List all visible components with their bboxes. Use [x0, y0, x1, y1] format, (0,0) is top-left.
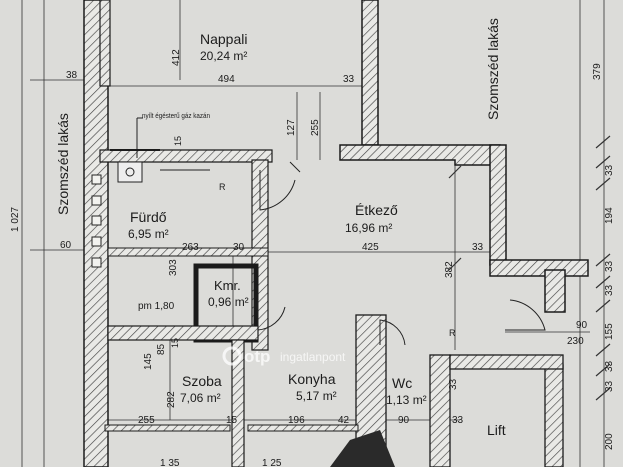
wall-nappali-right: [361, 0, 379, 146]
dim-15c: 15: [226, 415, 238, 426]
dim-303: 303: [168, 259, 179, 276]
room-konyha-area: 5,17 m²: [296, 389, 337, 403]
dim-33e: 33: [604, 284, 615, 296]
dim-155: 155: [604, 323, 615, 340]
dim-15b: 15: [170, 338, 180, 348]
dim-33g: 33: [452, 415, 464, 426]
room-nappali-area: 20,24 m²: [200, 49, 247, 63]
dim-33h: 33: [448, 378, 459, 390]
dim-30: 30: [233, 242, 245, 253]
room-kamra-name: Kmr.: [214, 278, 241, 293]
room-szoba-area: 7,06 m²: [180, 391, 221, 405]
boiler-box: [117, 161, 143, 183]
dim-38: 38: [66, 70, 78, 81]
room-wc-name: Wc: [392, 375, 412, 391]
dim-255b: 255: [138, 415, 155, 426]
watermark: otp ingatlanpont: [222, 346, 346, 366]
room-nappali-name: Nappali: [200, 31, 247, 47]
room-konyha-name: Konyha: [288, 371, 336, 387]
dim-33i: 33: [604, 360, 615, 372]
dim-263: 263: [182, 242, 199, 253]
wall-vents: [91, 174, 102, 268]
room-furdo-name: Fürdő: [130, 209, 167, 225]
dim-bottom-1: 1 35: [160, 458, 180, 467]
wall-furdo-top: [99, 149, 273, 163]
dim-85: 85: [156, 343, 167, 355]
dim-42: 42: [338, 415, 350, 426]
dim-425: 425: [362, 242, 379, 253]
room-etkezo-name: Étkező: [355, 202, 398, 218]
watermark-text: ingatlanpont: [280, 350, 346, 364]
dim-33c: 33: [604, 164, 615, 176]
dim-282: 282: [166, 391, 177, 408]
wall-right-step: [489, 259, 589, 277]
room-furdo-area: 6,95 m²: [128, 227, 169, 241]
dim-145: 145: [143, 353, 154, 370]
room-lift-name: Lift: [487, 422, 506, 438]
room-etkezo-area: 16,96 m²: [345, 221, 392, 235]
door-arcs: [160, 161, 546, 346]
dim-33f: 33: [604, 380, 615, 392]
dim-33d: 33: [604, 260, 615, 272]
door-r-note-2: R: [449, 328, 456, 338]
dim-33b: 33: [472, 242, 484, 253]
dim-412: 412: [171, 49, 182, 66]
dimension-labels: 412 494 38 33 379 1 027 127 255 15 60 26…: [10, 49, 615, 467]
dim-60: 60: [60, 240, 72, 251]
door-r-note-1: R: [219, 182, 226, 192]
watermark-brand: otp: [244, 347, 270, 366]
dim-194: 194: [604, 207, 615, 224]
wall-wc-right: [429, 354, 451, 467]
dim-90a: 90: [576, 320, 588, 331]
dimension-ticks: [448, 135, 611, 401]
pm-note: pm 1,80: [138, 301, 175, 312]
dim-90b: 90: [398, 415, 410, 426]
wall-lift-right: [544, 364, 564, 467]
dim-379: 379: [592, 63, 603, 80]
neighbor-right-label: Szomszéd lakás: [485, 18, 501, 120]
dim-382: 382: [444, 261, 455, 278]
dim-196: 196: [288, 415, 305, 426]
dim-494: 494: [218, 74, 235, 85]
dim-bottom-2: 1 25: [262, 458, 282, 467]
wall-szoba-top: [107, 325, 259, 341]
wall-etkezo-right: [489, 144, 507, 266]
room-szoba-name: Szoba: [182, 373, 222, 389]
dim-230: 230: [567, 336, 584, 347]
dim-127: 127: [286, 119, 297, 136]
dim-1027: 1 027: [10, 207, 21, 232]
room-kamra-area: 0,96 m²: [208, 295, 249, 309]
dim-15a: 15: [173, 136, 183, 146]
dim-200: 200: [604, 433, 615, 450]
room-wc-area: 1,13 m²: [386, 393, 427, 407]
dim-255a: 255: [310, 119, 321, 136]
dim-33a: 33: [343, 74, 355, 85]
boiler-note: nyílt égésterű gáz kazán: [142, 111, 210, 120]
neighbor-left-label: Szomszéd lakás: [55, 113, 71, 215]
